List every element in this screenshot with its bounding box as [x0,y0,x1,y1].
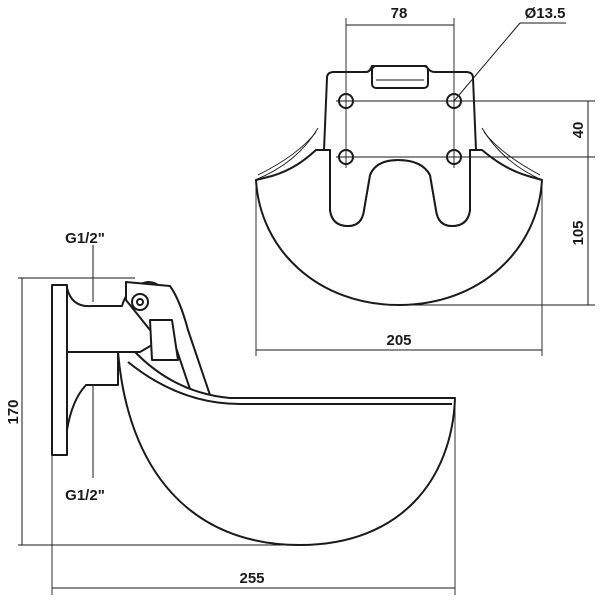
thread-label-top: G1/2" [65,230,105,247]
dim-label-40: 40 [570,122,587,139]
bowl-front [255,149,543,306]
dim-label-78: 78 [391,5,408,22]
dim-label-205: 205 [386,332,411,349]
top-view: 78 Ø13.5 40 105 205 [254,5,595,356]
bracket-lower-arm [66,351,119,431]
dim-label-170: 170 [5,399,22,424]
mounting-plate [323,65,477,227]
dim-label-105: 105 [570,220,587,245]
plate-slot [371,65,429,89]
dim-label-255: 255 [239,570,264,587]
bowl-rim-line [127,361,452,405]
valve-paddle [149,319,179,361]
lever-pivot-bolt-inner [136,298,144,306]
bowl-lip-inner-top-view [257,131,541,176]
side-view: G1/2" G1/2" 170 255 [5,230,456,595]
dim-label-diameter: Ø13.5 [525,5,566,22]
bowl-side [117,351,456,546]
leader-hole-diameter [453,22,521,102]
thread-label-bottom: G1/2" [65,487,105,504]
wall-flange [51,284,68,456]
